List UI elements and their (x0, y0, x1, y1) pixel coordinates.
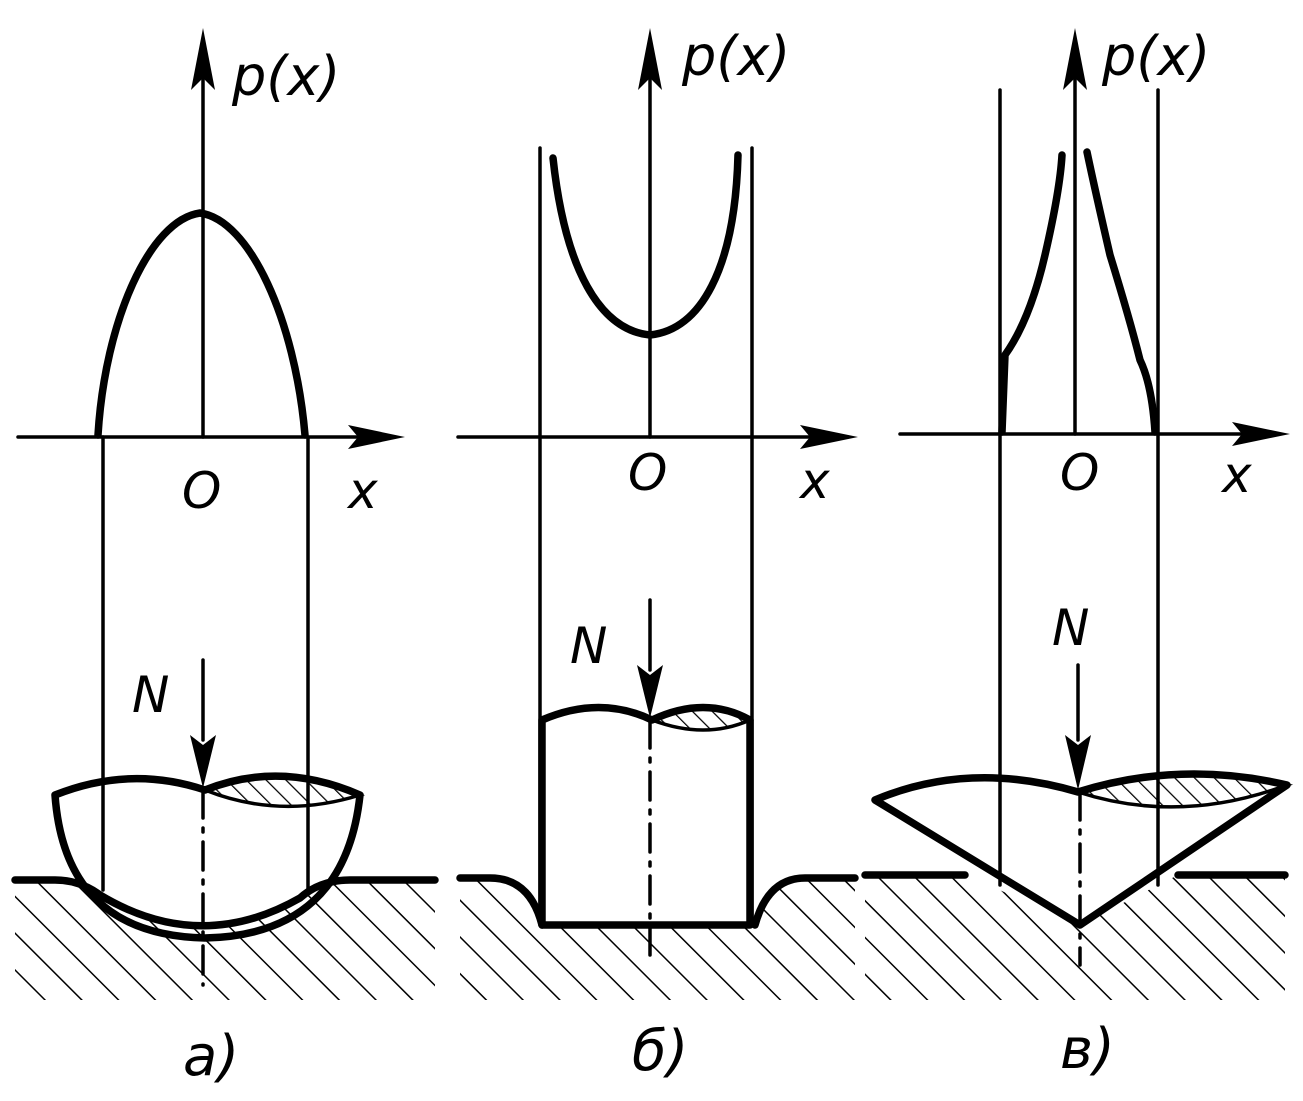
force-arrowhead (637, 665, 663, 718)
section-hatch (200, 774, 365, 809)
force-arrowhead (190, 735, 216, 788)
pressure-curve (549, 151, 742, 339)
p-axis-arrow (1063, 28, 1087, 90)
panel-a: p(x) O x N a) (11, 28, 439, 1089)
force-arrowhead (1065, 735, 1091, 790)
punch-body (538, 703, 754, 929)
x-axis-arrow (800, 425, 858, 449)
func-label: p(x) (231, 45, 340, 108)
caption: в) (1060, 1017, 1115, 1082)
p-axis-arrow (191, 28, 215, 90)
ground-hatch (460, 878, 855, 1000)
pressure-curve-right (1083, 148, 1159, 436)
caption: a) (183, 1024, 239, 1089)
origin-label: O (182, 462, 221, 520)
pressure-curve-left (998, 151, 1066, 436)
func-label: p(x) (681, 25, 790, 88)
force-label: N (132, 666, 169, 724)
x-axis-arrow (348, 425, 405, 449)
section-hatch (1072, 772, 1294, 809)
origin-label: O (1060, 444, 1099, 502)
caption: б) (632, 1019, 688, 1084)
ground-hatch (865, 875, 1285, 1000)
x-label: x (346, 462, 378, 520)
p-axis-arrow (638, 28, 662, 90)
origin-label: O (628, 444, 667, 502)
x-axis-arrow (1232, 422, 1290, 446)
section-hatch (647, 705, 754, 732)
force-label: N (570, 617, 607, 675)
x-label: x (798, 452, 830, 510)
panel-c: p(x) O x N в) (861, 25, 1294, 1082)
force-label: N (1052, 599, 1089, 657)
sphere-body (51, 772, 364, 942)
x-label: x (1220, 446, 1252, 504)
func-label: p(x) (1101, 25, 1210, 88)
pressure-curve (94, 209, 309, 439)
panel-b: p(x) O x N б) (456, 25, 859, 1084)
